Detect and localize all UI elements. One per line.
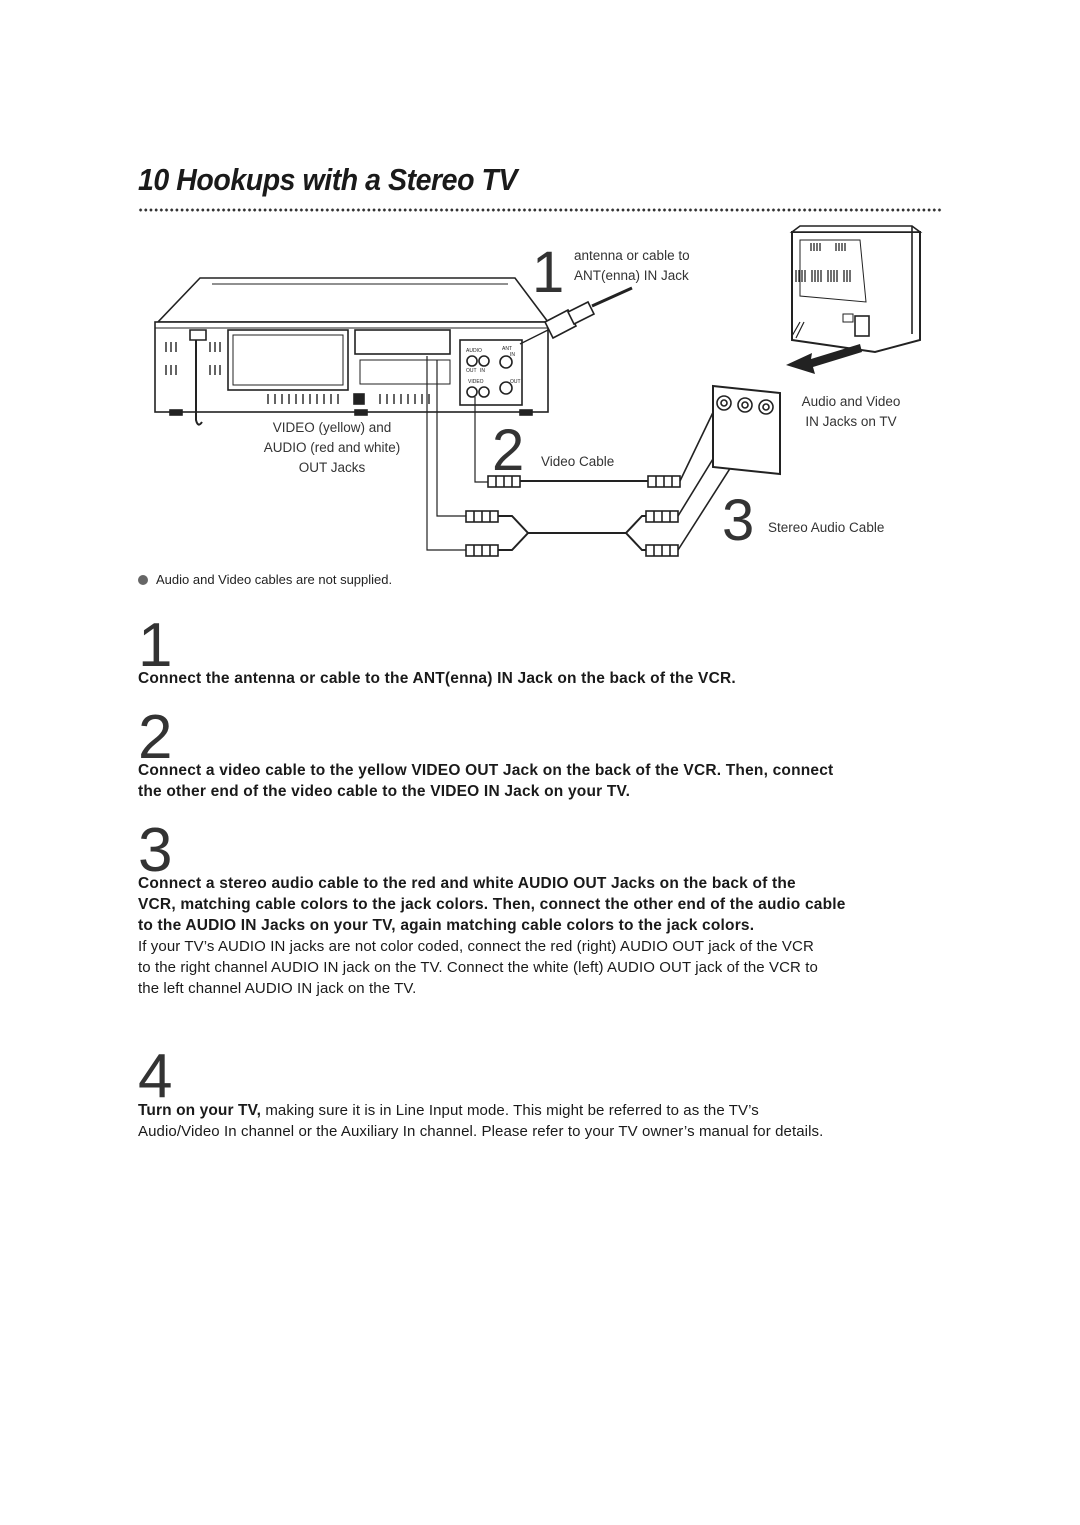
step-3-text-line1: Connect a stereo audio cable to the red … xyxy=(138,875,796,892)
step-3-body-line2: to the right channel AUDIO IN jack on th… xyxy=(138,959,818,976)
callout-1-number: 1 xyxy=(532,240,564,305)
callout-1-line1: antenna or cable to xyxy=(574,248,690,263)
callout-2-number: 2 xyxy=(492,418,524,483)
cables-note: Audio and Video cables are not supplied. xyxy=(138,572,392,587)
page-title: 10 Hookups with a Stereo TV xyxy=(138,162,518,197)
vcr-jacks-label-line3: OUT Jacks xyxy=(299,460,366,475)
cables-note-text: Audio and Video cables are not supplied. xyxy=(156,572,393,587)
step-2-number: 2 xyxy=(138,703,173,772)
callout-3-label: Stereo Audio Cable xyxy=(768,520,884,535)
panel-out-label: OUT xyxy=(466,368,477,374)
arrow-icon xyxy=(786,344,862,374)
bullet-icon xyxy=(138,575,148,585)
panel-video-label: VIDEO xyxy=(468,379,484,385)
step-4-text-line1: Turn on your TV, making sure it is in Li… xyxy=(138,1100,948,1121)
tv-illustration xyxy=(789,225,923,354)
callout-2-label: Video Cable xyxy=(541,454,614,469)
step-3-body-line1: If your TV’s AUDIO IN jacks are not colo… xyxy=(138,938,814,955)
panel-audio-label: AUDIO xyxy=(466,348,482,354)
callout-3-number: 3 xyxy=(722,488,754,553)
vcr-jacks-label-line2: AUDIO (red and white) xyxy=(264,440,401,455)
hookup-diagram: AUDIO ANT IN OUT IN VIDEO OUT xyxy=(154,225,923,557)
panel-out-label-2: OUT xyxy=(510,379,521,385)
step-1-number: 1 xyxy=(138,611,173,680)
vcr-jacks-label-line1: VIDEO (yellow) and xyxy=(273,420,392,435)
step-4-body-line2: Audio/Video In channel or the Auxiliary … xyxy=(138,1123,824,1140)
step-3-number: 3 xyxy=(138,816,173,885)
video-cable xyxy=(487,401,719,488)
tv-jacks-label-line1: Audio and Video xyxy=(802,394,901,409)
step-4-number: 4 xyxy=(138,1042,173,1111)
step-3-body-line3: the left channel AUDIO IN jack on the TV… xyxy=(138,980,417,997)
step-4-body-line1: making sure it is in Line Input mode. Th… xyxy=(265,1102,759,1119)
step-3-text-line2: VCR, matching cable colors to the jack c… xyxy=(138,896,846,913)
audio-cable xyxy=(465,409,767,557)
step-2-text-line1: Connect a video cable to the yellow VIDE… xyxy=(138,762,834,779)
step-2-text-line2: the other end of the video cable to the … xyxy=(138,783,631,800)
step-3-text-line3: to the AUDIO IN Jacks on your TV, again … xyxy=(138,917,755,934)
tv-jack-plate xyxy=(712,384,781,476)
tv-jacks-label-line2: IN Jacks on TV xyxy=(805,414,896,429)
callout-1-line2: ANT(enna) IN Jack xyxy=(574,268,689,283)
step-1-text: Connect the antenna or cable to the ANT(… xyxy=(138,670,736,687)
panel-in-label-2: IN xyxy=(480,368,485,374)
vcr-illustration xyxy=(154,277,550,426)
panel-in-label: IN xyxy=(510,352,515,358)
antenna-cable xyxy=(519,286,633,345)
dotted-divider xyxy=(138,207,942,213)
step-4-bold: Turn on your TV, xyxy=(138,1102,262,1119)
panel-ant-label: ANT xyxy=(502,346,512,352)
